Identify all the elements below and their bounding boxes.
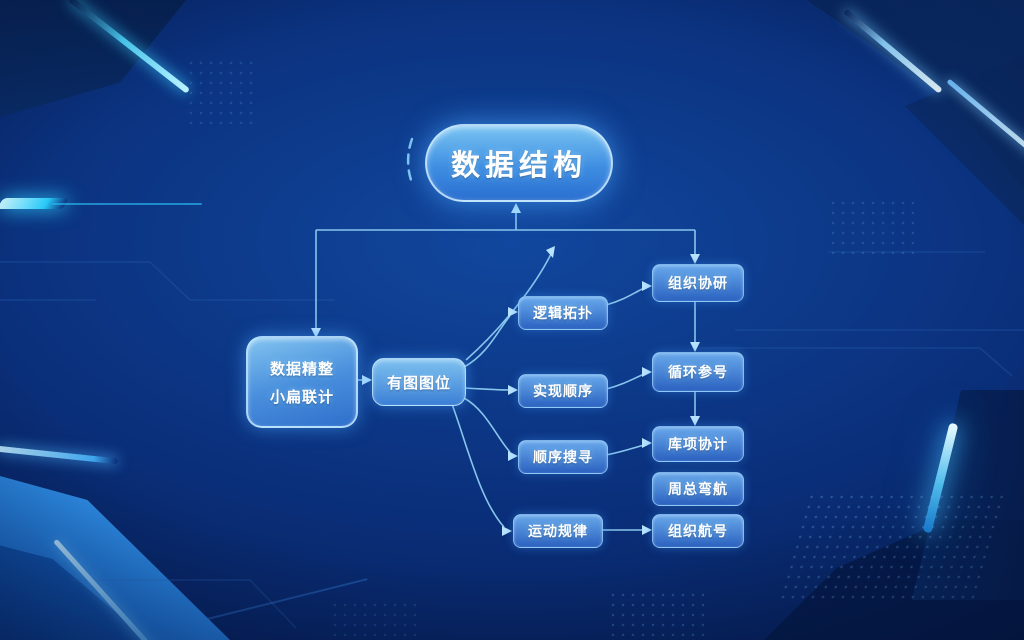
dashed-arc-title xyxy=(406,137,414,185)
node-right-4-label: 周总弯航 xyxy=(668,481,728,497)
node-right-5-label: 组织航号 xyxy=(668,523,728,539)
title-node: 数据结构 xyxy=(425,124,613,202)
node-hub: 有图图位 xyxy=(372,358,466,406)
connector-arrowheads xyxy=(311,203,700,536)
node-right-3-label: 库项协计 xyxy=(668,436,728,452)
node-right-5: 组织航号 xyxy=(652,514,744,548)
node-source: 数据精整 小扁联计 xyxy=(246,336,358,428)
node-mid-4: 运动规律 xyxy=(513,514,603,548)
node-source-line2: 小扁联计 xyxy=(269,388,334,406)
node-right-2-label: 循环参号 xyxy=(668,364,728,380)
node-right-2: 循环参号 xyxy=(652,352,744,392)
node-source-line1: 数据精整 xyxy=(269,360,334,378)
node-right-1-label: 组织协研 xyxy=(668,275,728,291)
node-right-3: 库项协计 xyxy=(652,426,744,462)
node-mid-3: 顺序搜寻 xyxy=(518,440,608,474)
node-right-1: 组织协研 xyxy=(652,264,744,302)
node-mid-1: 逻辑拓扑 xyxy=(518,296,608,330)
title-label: 数据结构 xyxy=(450,150,587,182)
node-mid-4-label: 运动规律 xyxy=(528,523,588,539)
node-mid-1-label: 逻辑拓扑 xyxy=(533,305,593,321)
node-mid-3-label: 顺序搜寻 xyxy=(533,449,593,465)
node-mid-2: 实现顺序 xyxy=(518,374,608,408)
node-hub-label: 有图图位 xyxy=(386,374,451,392)
node-right-4: 周总弯航 xyxy=(652,472,744,506)
node-mid-2-label: 实现顺序 xyxy=(533,383,593,399)
